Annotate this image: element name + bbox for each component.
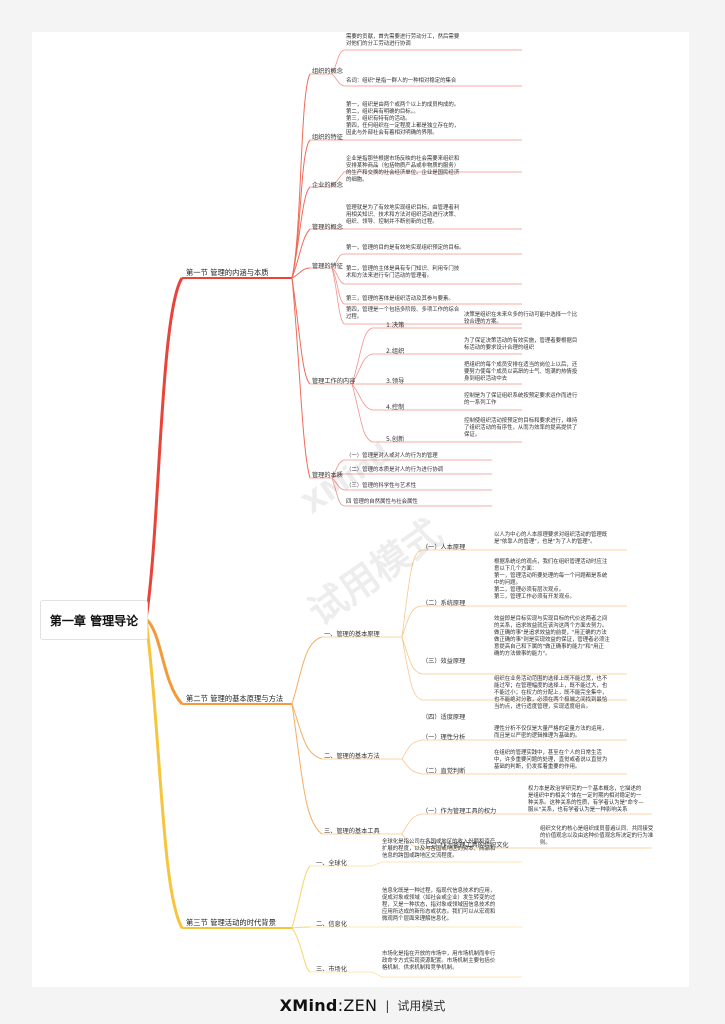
section-2-title[interactable]: 第二节 管理的基本原理与方法 — [186, 694, 284, 703]
essence-4[interactable]: 四 管理的自然属性与社会属性 — [346, 499, 418, 505]
mgmt-concept-text[interactable]: 管理就是为了有效地实现组织目标，由管理者利 用相关知识、技术和方法对组织活动进行… — [346, 205, 460, 226]
method-rational-text[interactable]: 理性分析不仅仅是大量严格的定量方法的运用， 而且是以严密的逻辑推理为基础的。 — [494, 726, 608, 740]
work-decision-text[interactable]: 决策是组织在未来众多的行动可能中选择一个比 较合理的方案。 — [464, 312, 578, 326]
mgmt-feature-3[interactable]: 第三，管理的客体是组织活动及其参与要素。 — [346, 296, 454, 302]
footer-bar: XMind:ZEN | 试用模式 — [0, 987, 725, 1024]
informatization-text[interactable]: 信息化既是一种过程，指现代信息技术的应用， 促成对象或领域（如社会或企业）发生转… — [382, 888, 496, 923]
org-concept-verb[interactable]: 动词：为了一个共同目标而走到一起的一群人， 为了使每个人都能以适当的方式提供目标… — [346, 32, 460, 48]
tool-culture[interactable]: （二）作为管理工具的组织文化 — [422, 842, 509, 849]
work-decision[interactable]: 1.决策 — [386, 322, 405, 329]
mgmt-feature-4[interactable]: 第四，管理是一个包括多阶段、多项工作的综合 过程。 — [346, 307, 460, 321]
root-topic[interactable]: 第一章 管理导论 — [40, 600, 148, 640]
tool-culture-text[interactable]: 组织文化的核心是组织成员普遍认同、共同接受 的价值观念以及由这种价值观念所决定的… — [540, 826, 654, 847]
section-1-title[interactable]: 第一节 管理的内涵与本质 — [186, 268, 269, 277]
principle-moderation-text[interactable]: 组织在业务活动范围的选择上既不能过宽，也不 能过窄；在管理幅度的选择上，既不能过… — [494, 676, 608, 711]
mindmap-canvas: XMind 试用模式 第一章 管理导论 第一节 管理的内涵与本质 组织的概念 动… — [32, 32, 689, 987]
principle-system[interactable]: （二）系统原理 — [422, 600, 466, 607]
org-concept-topic[interactable]: 组织的概念 — [312, 68, 343, 75]
xmind-logo: XMind:ZEN — [279, 996, 378, 1015]
branch-lines — [144, 49, 652, 978]
method-rational[interactable]: （一）理性分析 — [422, 734, 466, 741]
trial-mode-label: 试用模式 — [397, 999, 446, 1013]
work-organize[interactable]: 2.组织 — [386, 348, 405, 355]
marketization-topic[interactable]: 三、市场化 — [316, 966, 347, 973]
mgmt-work-topic[interactable]: 管理工作的内容 — [312, 378, 356, 385]
essence-1[interactable]: （一）管理是对人或对人的行为的管理 — [346, 453, 438, 459]
method-intuition[interactable]: （二）直觉判断 — [422, 768, 466, 775]
marketization-text[interactable]: 市场化是指在开放的市场中，用市场机制而非行 政命令方式实现资源配置。市场机制主要… — [382, 951, 496, 972]
methods-topic[interactable]: 二、管理的基本方法 — [324, 753, 380, 760]
essence-topic[interactable]: 管理的本质 — [312, 472, 343, 479]
section-3-title[interactable]: 第三节 管理活动的时代背景 — [186, 918, 276, 927]
mgmt-feature-topic[interactable]: 管理的特征 — [312, 263, 343, 270]
principle-human[interactable]: （一）人本原理 — [422, 544, 466, 551]
org-feature-topic[interactable]: 组织的特征 — [312, 134, 343, 141]
tools-topic[interactable]: 三、管理的基本工具 — [324, 828, 380, 835]
principle-human-text[interactable]: 以人为中心的人本原理要求对组织活动的管理既 是"依靠人的管理"，也是"为了人的管… — [494, 532, 608, 546]
essence-3[interactable]: （三）管理的科学性与艺术性 — [346, 483, 417, 489]
principle-system-text[interactable]: 根据系统论的观点，我们在组织管理活动时应注 意以下几个方面： 第一，管理活动所要… — [494, 559, 608, 601]
principle-benefit[interactable]: （三）效益原理 — [422, 658, 466, 665]
mgmt-feature-1[interactable]: 第一，管理的目的是有效地实现组织预定的目标。 — [346, 245, 465, 251]
footer-separator: | — [385, 998, 390, 1013]
tool-power-text[interactable]: 权力本是政治学研究的一个基本概念，它描述的 是组织中的相关个体在一定时期内相对稳… — [528, 786, 644, 814]
essence-2[interactable]: （二）管理的本质是对人的行为进行协调 — [346, 467, 444, 473]
enterprise-concept-topic[interactable]: 企业的概念 — [312, 182, 343, 189]
informatization-topic[interactable]: 二、信息化 — [316, 921, 347, 928]
work-control-text[interactable]: 控制是为了保证组织系统按预定要求运作而进行 的一系列工作 — [464, 393, 578, 407]
principle-benefit-text[interactable]: 效益即是目标实现与实现目标的代价这两者之间 的关系，追求效益就应该沟这两个方面去… — [494, 616, 610, 658]
tool-power[interactable]: （一）作为管理工具的权力 — [422, 808, 497, 815]
principle-moderation[interactable]: （四）适度原理 — [422, 714, 466, 721]
mgmt-concept-topic[interactable]: 管理的概念 — [312, 224, 343, 231]
principles-topic[interactable]: 一、管理的基本原理 — [324, 631, 380, 638]
globalization-topic[interactable]: 一、全球化 — [316, 860, 347, 867]
org-feature-text[interactable]: 第一，组织是由两个或两个以上的成员构成的。 第二，组织具有明确的目标。。 第三，… — [346, 102, 460, 137]
method-intuition-text[interactable]: 在组织的管理实践中，甚至在个人的日常生活 中，许多重要问题的处理，直觉或者说以直… — [494, 750, 608, 771]
work-lead-text[interactable]: 把组织的每个成员安排在适当的岗位上以后，还 要努力使每个成员以高昂的士气、饱满的… — [464, 362, 578, 383]
globalization-text[interactable]: 全球化是指公司在各国或地区的收入份额和资产 扩展的程度，以及与各国或地区的资本、… — [382, 839, 496, 860]
work-lead[interactable]: 3.领导 — [386, 378, 405, 385]
work-innovate[interactable]: 5.创新 — [386, 436, 405, 443]
mgmt-feature-2[interactable]: 第二，管理的主体是具有专门知识、利用专门技 术和方法来进行专门活动的管理者。 — [346, 266, 460, 280]
work-control[interactable]: 4.控制 — [386, 404, 405, 411]
work-innovate-text[interactable]: 控制使组织活动按预定的目标和要求进行，维持 了组织活动的有序性，从而为效率的提高… — [464, 418, 578, 439]
work-organize-text[interactable]: 为了保证决策活动的有效实施，管理者要根据目 标活动的要求设计合理的组织 — [464, 338, 578, 352]
enterprise-concept-text[interactable]: 企业是指那些根据市场反映的社会需要来组织和 安排某种商品（包括物质产品或非物质的… — [346, 156, 460, 184]
org-concept-noun[interactable]: 名词：组织"是指一群人的一种相对稳定的集合 — [346, 78, 457, 84]
